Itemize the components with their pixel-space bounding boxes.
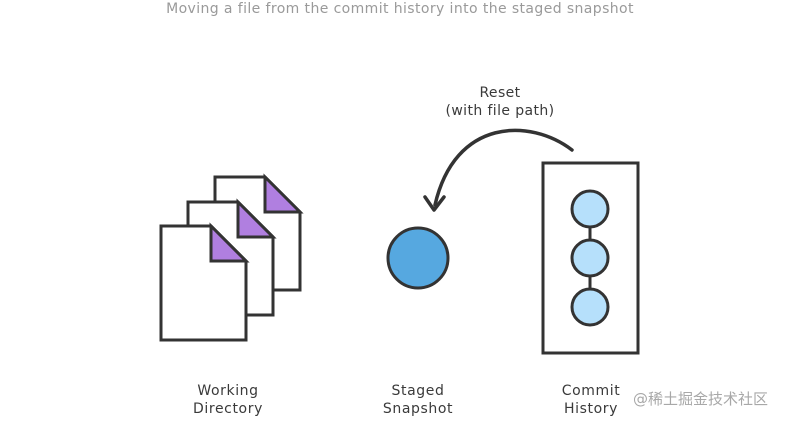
working-directory-line2: Directory [193,401,263,417]
document-stack-icon [159,173,304,342]
staged-snapshot-line1: Staged [391,383,445,399]
diagram-caption: Moving a file from the commit history in… [166,1,634,17]
working-directory-label: Working Directory [158,382,298,418]
staged-circle-icon [386,226,450,290]
arrow-head-icon [423,195,446,212]
commit-history-line2: History [563,401,618,417]
working-directory-line1: Working [197,383,259,399]
reset-label-line1: Reset [479,85,521,101]
commit-node-icon [570,287,610,327]
staged-snapshot-label: Staged Snapshot [348,382,488,418]
reset-label-line2: (with file path) [445,103,555,119]
staged-snapshot-line2: Snapshot [382,401,454,417]
watermark-text: @稀土掘金技术社区 [633,390,769,408]
reset-arrow [423,128,574,212]
commit-history-line1: Commit [561,383,621,399]
commit-node-icon [570,189,610,229]
commit-history-box [541,161,640,355]
commit-node-icon [570,238,610,278]
reset-arrow-label: Reset (with file path) [420,84,580,120]
commit-history-label: Commit History [521,382,661,418]
document-icon-front [159,222,250,342]
